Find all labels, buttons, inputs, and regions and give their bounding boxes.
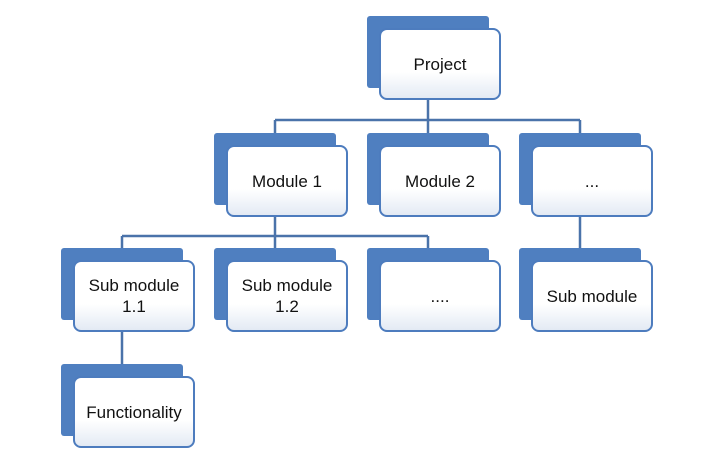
node-card: Sub module 1.2 bbox=[226, 260, 348, 332]
node-label-sub-module: Sub module bbox=[546, 286, 638, 306]
node-label-module-2: Module 2 bbox=[405, 171, 475, 191]
node-label-project: Project bbox=[413, 54, 467, 74]
node-card: Sub module bbox=[531, 260, 653, 332]
node-card: Module 1 bbox=[226, 145, 348, 217]
node-card: Sub module 1.1 bbox=[73, 260, 195, 332]
node-label-module-more: ... bbox=[584, 171, 600, 191]
node-card: Functionality bbox=[73, 376, 195, 448]
node-card: Module 2 bbox=[379, 145, 501, 217]
node-card: ... bbox=[531, 145, 653, 217]
node-label-functionality: Functionality bbox=[86, 402, 182, 422]
node-label-sub-module-1-1: Sub module 1.1 bbox=[88, 276, 180, 316]
node-label-module-1: Module 1 bbox=[252, 171, 322, 191]
node-label-sub-module-1-2: Sub module 1.2 bbox=[241, 276, 333, 316]
node-card: .... bbox=[379, 260, 501, 332]
node-card: Project bbox=[379, 28, 501, 100]
node-label-sub-module-more: .... bbox=[430, 286, 450, 306]
